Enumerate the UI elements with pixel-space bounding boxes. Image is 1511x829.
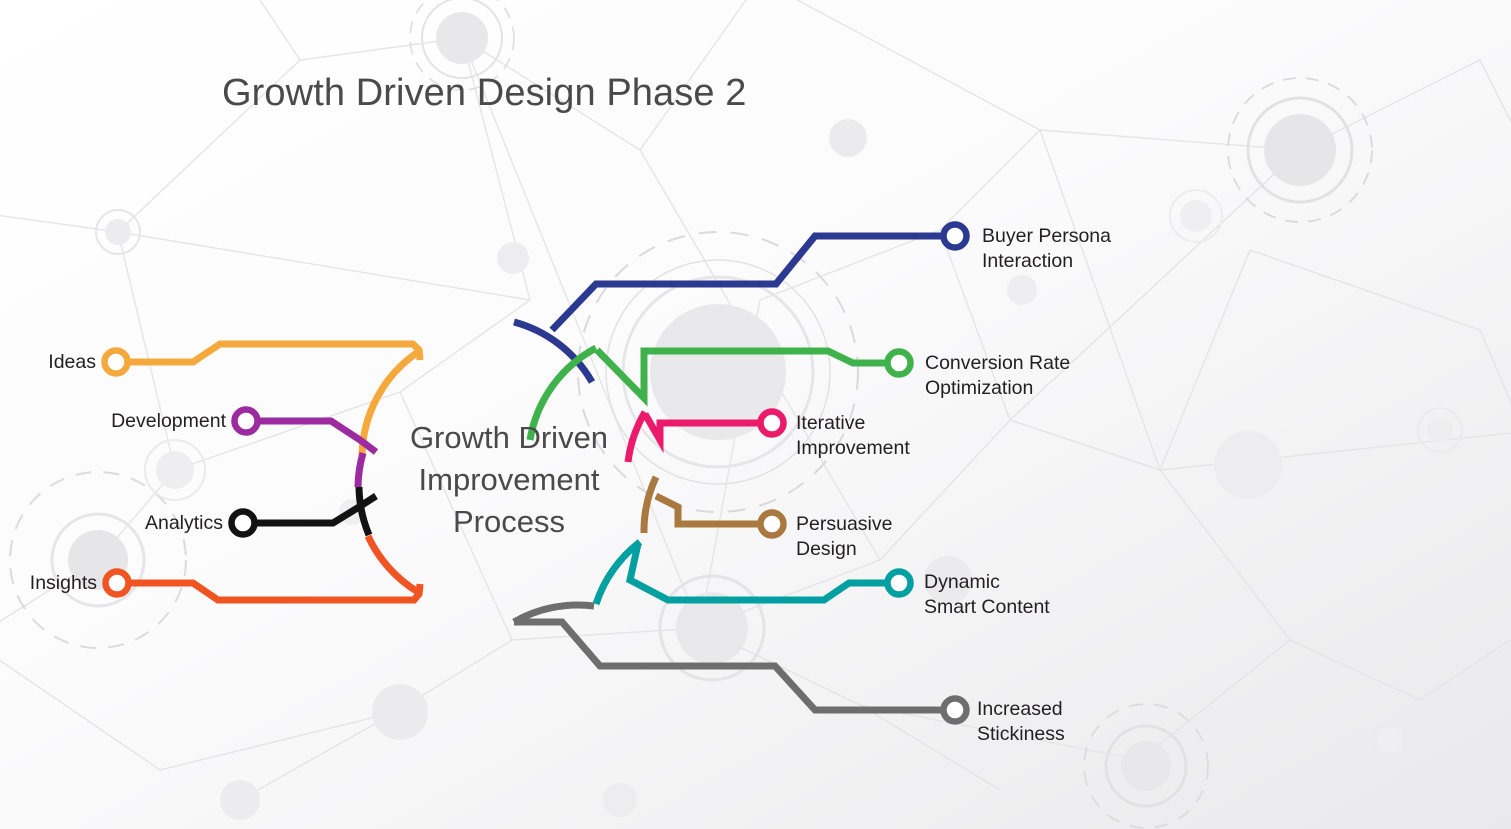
node-analytics xyxy=(228,508,258,538)
connector-iterative-arc xyxy=(624,410,649,463)
connector-ideas xyxy=(128,340,424,366)
node-persuasive-design xyxy=(757,509,787,539)
node-conversion-rate-optimization xyxy=(884,348,914,378)
node-buyer-persona-interaction xyxy=(940,221,970,251)
connector-stickiness xyxy=(514,618,943,714)
node-increased-stickiness xyxy=(940,695,970,725)
connector-development-arc xyxy=(354,452,367,488)
connector-conversion xyxy=(594,347,887,407)
connector-conversion-arc xyxy=(526,344,598,441)
bg-hub-group xyxy=(9,0,1493,829)
node-ideas xyxy=(101,347,131,377)
connector-stickiness-arc xyxy=(512,601,595,626)
node-dynamic-smart-content xyxy=(884,568,914,598)
node-insights xyxy=(102,568,132,598)
connector-buyer-persona xyxy=(549,232,943,333)
node-iterative-improvement xyxy=(757,408,787,438)
connector-persuasive xyxy=(654,492,760,528)
node-development xyxy=(231,406,261,436)
connector-ideas-arc xyxy=(358,349,420,457)
connector-insights-arc xyxy=(364,534,420,595)
connector-iterative xyxy=(641,412,760,454)
connector-analytics xyxy=(255,493,378,527)
connector-analytics-arc xyxy=(355,486,373,537)
connector-dynamic xyxy=(626,543,887,604)
connector-buyer-persona-arc xyxy=(513,318,596,384)
connector-insights xyxy=(129,579,424,604)
connector-development xyxy=(258,417,379,455)
connector-persuasive-arc xyxy=(640,475,660,534)
